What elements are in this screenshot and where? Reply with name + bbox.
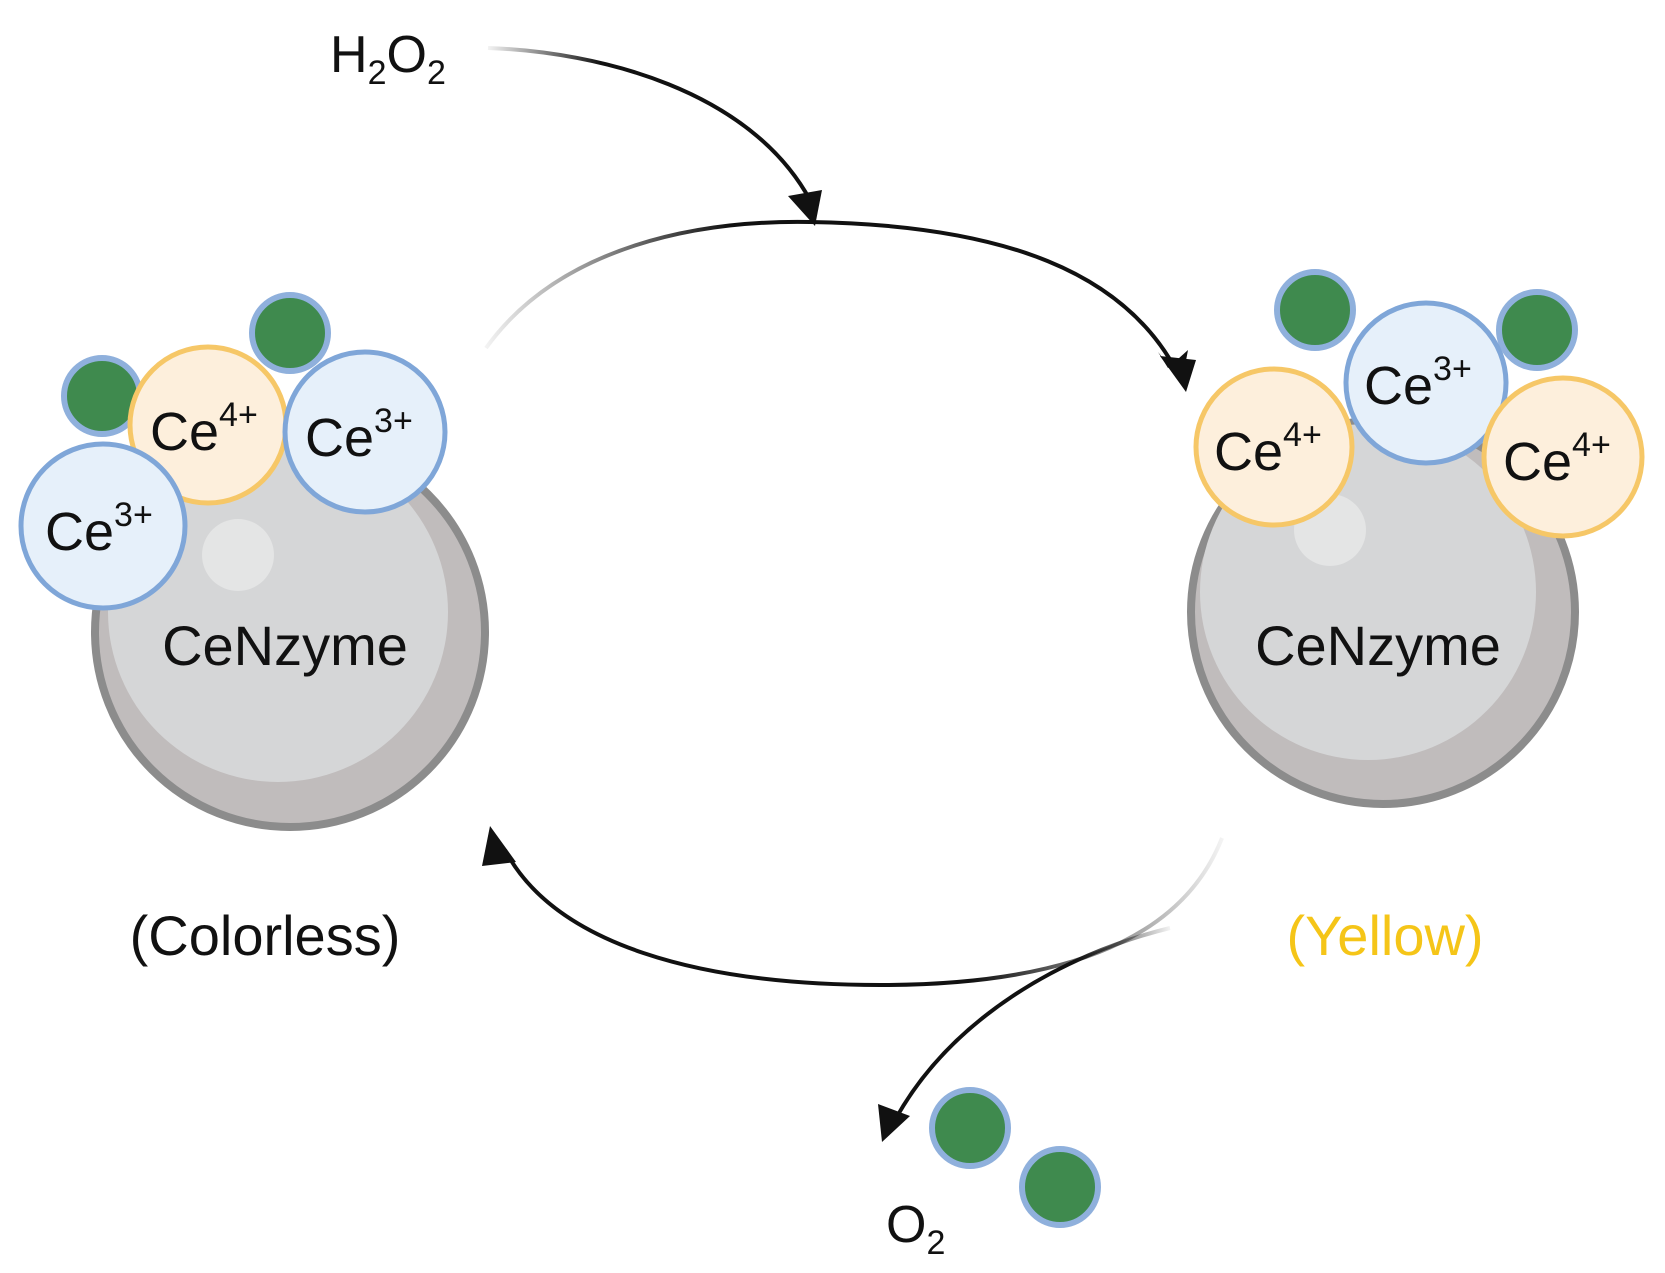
right-cenzyme-label: CeNzyme [1255, 614, 1501, 677]
left-ce3-label-right: Ce3+ [305, 402, 413, 468]
left-ce3-ion-right [282, 349, 448, 515]
o2-arrowhead [878, 1104, 910, 1142]
upper-arrowhead-tip [1160, 356, 1196, 392]
left-ce4-label: Ce4+ [150, 396, 258, 462]
right-ce3-label: Ce3+ [1364, 350, 1472, 416]
left-oxygen-atom-2 [249, 292, 331, 374]
o2-label: O2 [886, 1196, 945, 1262]
left-state-label: (Colorless) [130, 904, 401, 967]
right-ce3-ion [1343, 300, 1509, 466]
left-ce3-ion-left [18, 441, 188, 611]
upper-cycle-arrow [484, 219, 1184, 383]
o2-oxygen-atom-1 [929, 1087, 1011, 1169]
right-ce4-ion-left [1193, 366, 1355, 528]
right-oxygen-atom-1 [1274, 269, 1356, 351]
left-cenzyme-particle: Ce4+ Ce3+ Ce3+ CeNzyme [18, 292, 489, 831]
h2o2-label: H2O2 [330, 26, 446, 92]
h2o2-input-arrow [487, 46, 812, 201]
left-sphere-highlight [202, 519, 274, 591]
right-state-label: (Yellow) [1286, 904, 1483, 967]
right-ce4-ion-right [1481, 375, 1645, 539]
lower-arrowhead [482, 826, 516, 866]
o2-output-arrow [893, 926, 1171, 1121]
right-ce4-label-right: Ce4+ [1503, 426, 1611, 492]
h2o2-arrowhead [788, 190, 822, 226]
right-oxygen-atom-2 [1496, 289, 1578, 371]
lower-cycle-arrow [503, 837, 1224, 988]
left-sphere-inner [108, 442, 448, 782]
right-cenzyme-particle: Ce3+ Ce4+ Ce4+ CeNzyme [1187, 269, 1645, 808]
left-ce3-label-left: Ce3+ [45, 496, 153, 562]
left-cenzyme-label: CeNzyme [162, 614, 408, 677]
o2-oxygen-atom-2 [1019, 1146, 1101, 1228]
right-ce4-label-left: Ce4+ [1214, 416, 1322, 482]
